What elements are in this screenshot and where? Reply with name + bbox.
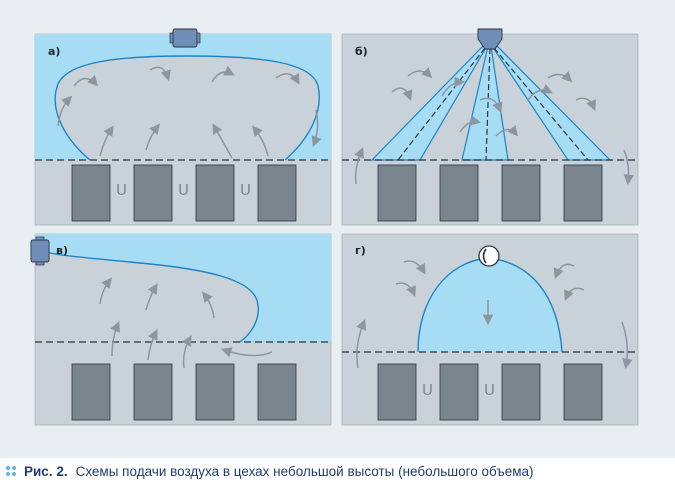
air-supply-diagram: U U U а): [30, 28, 639, 426]
caption-text: Схемы подачи воздуха в цехах небольшой в…: [75, 463, 534, 479]
panel-a-flow-arrow: [57, 95, 73, 127]
panel-v-flow-arrow: [99, 277, 112, 305]
panel-b-flow-arrow: [575, 97, 596, 111]
return-flow-glyph: U: [422, 381, 433, 399]
dots-icon: [6, 466, 16, 476]
panel-b-flow-arrow: [527, 84, 553, 101]
panel-v-equipment: [71, 363, 297, 421]
panel-b: б): [341, 28, 639, 226]
equipment-unit: [563, 363, 603, 421]
panel-a-equipment: [71, 164, 297, 222]
equipment-unit: [71, 363, 111, 421]
equipment-unit: [257, 363, 297, 421]
panel-g-air-zone: [418, 258, 562, 352]
equipment-unit: [563, 164, 603, 222]
panel-b-flow-arrow: [407, 67, 433, 79]
return-flow-glyph: U: [240, 181, 251, 199]
panel-a-flow-arrow: [251, 125, 269, 157]
air-supply-duct-icon: [30, 236, 50, 266]
panel-v-flow-arrow: [110, 321, 120, 357]
panel-v-flow-arrow: [181, 335, 192, 369]
equipment-unit: [501, 164, 541, 222]
panel-b-flow-arrow: [479, 97, 503, 113]
panel-b-flow-arrow: [354, 147, 364, 185]
panel-g-flow-arrow: [403, 260, 426, 275]
panel-v-flow-arrows: [99, 277, 273, 369]
panel-b-flow-arrow: [623, 149, 635, 186]
air-supply-duct-icon: [169, 28, 201, 48]
panel-a-air-boundary: [54, 55, 320, 161]
panel-a-flow-arrow: [99, 125, 114, 157]
panel-v: в): [30, 233, 332, 426]
panel-b-flow-arrow: [547, 71, 573, 83]
panel-g-flow-arrow: [395, 282, 416, 297]
caption-prefix: Рис. 2.: [24, 463, 68, 479]
panel-a-flow-arrow: [212, 123, 233, 159]
return-flow-glyph: U: [484, 381, 495, 399]
panel-v-flow-arrow: [147, 329, 158, 361]
panel-g-flow-arrow: [356, 319, 367, 369]
panel-b-flow-arrow: [459, 115, 482, 133]
equipment-unit: [501, 363, 541, 421]
equipment-unit: [133, 164, 173, 222]
panel-b-flow-arrow: [495, 124, 518, 137]
return-flow-glyph: U: [116, 181, 127, 199]
panel-g: U U г): [341, 233, 639, 426]
figure-caption: Рис. 2. Схемы подачи воздуха в цехах неб…: [6, 461, 671, 481]
equipment-unit: [195, 363, 235, 421]
panel-a-label: а): [48, 45, 60, 58]
equipment-unit: [377, 363, 417, 421]
equipment-unit: [377, 164, 417, 222]
panel-v-air-boundary: [45, 251, 259, 343]
panel-b-flow-arrows: [354, 67, 635, 186]
panel-a-air-zone: [35, 34, 331, 160]
equipment-unit: [257, 164, 297, 222]
equipment-unit: [439, 164, 479, 222]
panel-b-flow-arrow: [441, 76, 466, 97]
panel-a: U U U а): [34, 28, 332, 226]
panel-g-flow-arrow: [564, 287, 585, 301]
air-nozzle-icon: [477, 28, 503, 50]
panel-v-air-zone: [35, 234, 331, 342]
panel-a-flow-arrow: [145, 123, 160, 151]
panel-g-flow-arrow: [621, 321, 633, 370]
panel-g-equipment: [377, 363, 603, 421]
panel-v-flow-arrow: [221, 347, 273, 358]
panel-b-jet-axes: [397, 47, 589, 161]
equipment-unit: [195, 164, 235, 222]
panel-v-flow-arrow: [145, 283, 158, 311]
panel-a-flow-arrow: [211, 66, 235, 83]
panel-v-flow-arrow: [202, 291, 215, 319]
panel-v-label: в): [56, 244, 68, 257]
panel-a-flow-arrow: [275, 73, 300, 85]
panel-g-flow-arrows: [356, 260, 633, 370]
panel-a-flow-arrow: [311, 109, 322, 147]
panel-g-label: г): [355, 244, 366, 257]
equipment-unit: [439, 363, 479, 421]
panel-a-flow-arrow: [73, 75, 99, 87]
equipment-unit: [71, 164, 111, 222]
round-diffuser-icon: [478, 245, 500, 267]
equipment-unit: [133, 363, 173, 421]
return-flow-glyph: U: [178, 181, 189, 199]
panel-b-equipment: [377, 164, 603, 222]
panel-b-flow-arrow: [391, 87, 413, 101]
panel-a-flow-arrows: [57, 66, 322, 159]
panel-g-flow-arrow: [553, 263, 575, 279]
panel-a-flow-arrow: [149, 66, 171, 82]
panel-b-label: б): [355, 45, 368, 58]
figure: U U U а): [0, 0, 675, 458]
